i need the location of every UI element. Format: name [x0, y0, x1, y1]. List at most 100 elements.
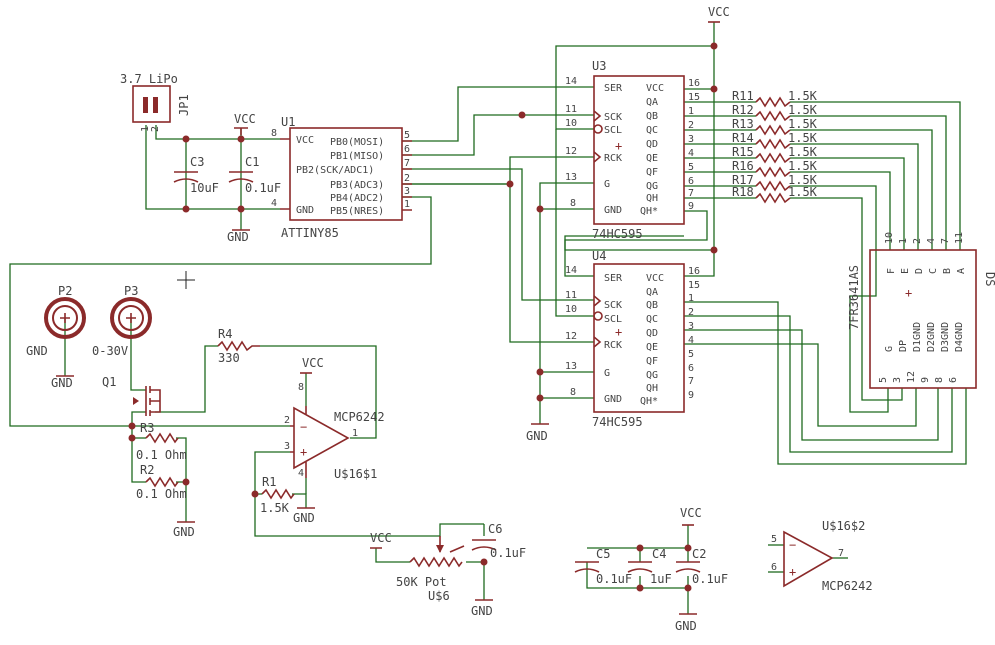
- svg-text:QE: QE: [646, 342, 658, 353]
- p3-label: 0-30V: [92, 344, 128, 358]
- svg-text:+: +: [615, 139, 622, 153]
- c5-value: 0.1uF: [596, 572, 632, 586]
- r12-name: R12: [732, 103, 754, 117]
- svg-text:SCK: SCK: [604, 300, 622, 311]
- u1-label-gnd: GND: [296, 205, 314, 216]
- svg-text:SCK: SCK: [604, 112, 622, 123]
- resistor-bank: R11 1.5K R12 1.5K R13 1.5K R14 1.5K R15 …: [732, 89, 818, 204]
- u1-pin-8: 8: [271, 128, 277, 139]
- junction-dots: [128, 42, 718, 592]
- svg-text:SER: SER: [604, 83, 623, 94]
- jp1-connector: 3.7 LiPo JP1 1 2: [120, 72, 191, 132]
- jp1-pin-2: 2: [150, 126, 161, 132]
- svg-text:QA: QA: [646, 287, 658, 298]
- svg-text:11: 11: [565, 104, 577, 115]
- svg-text:3: 3: [688, 134, 694, 145]
- c4-name: C4: [652, 547, 666, 561]
- svg-text:12: 12: [906, 371, 917, 383]
- c6-value: 0.1uF: [490, 546, 526, 560]
- svg-text:11: 11: [954, 232, 965, 244]
- svg-text:12: 12: [565, 331, 577, 342]
- u4-right-pins: 16 15 1 2 3 4 5 6 7 9: [688, 266, 700, 401]
- gnd-label-7: GND: [675, 619, 697, 633]
- u1-right-pins: 5 6 7 2 3 1: [404, 130, 410, 210]
- display-name: 7FR3641AS: [847, 265, 861, 330]
- r16-name: R16: [732, 159, 754, 173]
- svg-text:QF: QF: [646, 167, 658, 178]
- r15-value: 1.5K: [788, 145, 818, 159]
- u3-left-pins: 14 11 10 12 13 8: [565, 76, 577, 209]
- svg-text:GND: GND: [604, 394, 622, 405]
- svg-text:PB4(ADC2): PB4(ADC2): [330, 193, 384, 204]
- svg-text:PB1(MISO): PB1(MISO): [330, 151, 384, 162]
- vcc-label-4: VCC: [370, 531, 392, 545]
- vcc-label-1: VCC: [234, 112, 256, 126]
- svg-text:2: 2: [688, 307, 694, 318]
- capacitor-c5: C5 0.1uF: [574, 547, 632, 586]
- u3-right-labels: VCC QA QB QC QD QE QF QG QH QH*: [640, 83, 664, 217]
- opamp-u16-1: − + 8 2 3 1 4 MCP6242 U$16$1: [284, 382, 385, 481]
- r17-name: R17: [732, 173, 754, 187]
- gnd-label-3: GND: [526, 429, 548, 443]
- u3-left-labels: SER SCK SCL RCK G GND: [604, 83, 623, 216]
- svg-text:13: 13: [565, 361, 577, 372]
- gnd-label-2: GND: [51, 376, 73, 390]
- svg-text:1: 1: [404, 199, 410, 210]
- svg-text:14: 14: [565, 76, 577, 87]
- svg-text:+: +: [615, 325, 622, 339]
- opamp-u16-2: − + 5 6 7 U$16$2 MCP6242: [771, 519, 873, 593]
- display-top-pins: 10 1 2 4 7 11: [884, 232, 965, 244]
- terminal-p2: P2 GND: [26, 284, 86, 358]
- r1-value: 1.5K: [260, 501, 290, 515]
- svg-text:D2GND: D2GND: [926, 322, 937, 352]
- svg-text:GND: GND: [604, 205, 622, 216]
- svg-text:6: 6: [948, 377, 959, 383]
- svg-text:7: 7: [688, 188, 694, 199]
- r3-name: R3: [140, 421, 154, 435]
- resistor-r1: R1 1.5K: [260, 475, 295, 515]
- svg-text:7: 7: [404, 158, 410, 169]
- gnd-label-4: GND: [173, 525, 195, 539]
- mosfet-q1: Q1: [102, 375, 161, 416]
- svg-text:D: D: [914, 268, 925, 274]
- c6-name: C6: [488, 522, 502, 536]
- svg-text:G: G: [604, 179, 610, 190]
- svg-text:12: 12: [565, 146, 577, 157]
- opamp1-pin-1: 1: [352, 428, 358, 439]
- p2-name: P2: [58, 284, 72, 298]
- svg-text:10: 10: [565, 304, 577, 315]
- u1-part: ATTINY85: [281, 226, 339, 240]
- svg-text:7: 7: [940, 238, 951, 244]
- svg-text:G: G: [604, 368, 610, 379]
- vcc-label-5: VCC: [680, 506, 702, 520]
- svg-text:10: 10: [565, 118, 577, 129]
- u1-pin-4: 4: [271, 198, 277, 209]
- svg-text:16: 16: [688, 266, 700, 277]
- opamp1-pin-2: 2: [284, 415, 290, 426]
- svg-text:11: 11: [565, 290, 577, 301]
- r2-value: 0.1 Ohm: [136, 487, 187, 501]
- chip-u4-74hc595: U4 74HC595 + SER SCK SCL RCK G GND 14 11…: [565, 249, 700, 429]
- svg-text:+: +: [905, 286, 912, 300]
- svg-text:1: 1: [688, 293, 694, 304]
- u4-name: U4: [592, 249, 606, 263]
- chip-u3-74hc595: U3 74HC595 + SER SCK SCL RCK G GND 14 11…: [565, 59, 700, 241]
- svg-text:6: 6: [688, 176, 694, 187]
- r18-name: R18: [732, 185, 754, 199]
- svg-text:+: +: [789, 565, 796, 579]
- gnd-label-1: GND: [227, 230, 249, 244]
- opamp1-pin-3: 3: [284, 441, 290, 452]
- gnd-label-5: GND: [293, 511, 315, 525]
- svg-text:14: 14: [565, 265, 577, 276]
- u4-left-labels: SER SCK SCL RCK G GND: [604, 273, 623, 405]
- p2-label: GND: [26, 344, 48, 358]
- jp1-pin-1: 1: [140, 126, 151, 132]
- u4-left-pins: 14 11 10 12 13 8: [565, 265, 577, 398]
- c2-value: 0.1uF: [692, 572, 728, 586]
- u3-name: U3: [592, 59, 606, 73]
- svg-text:QG: QG: [646, 370, 658, 381]
- svg-text:7: 7: [688, 376, 694, 387]
- u3-right-pins: 16 15 1 2 3 4 5 6 7 9: [688, 78, 700, 212]
- resistor-r2: R2 0.1 Ohm: [136, 463, 187, 501]
- c4-value: 1uF: [650, 572, 672, 586]
